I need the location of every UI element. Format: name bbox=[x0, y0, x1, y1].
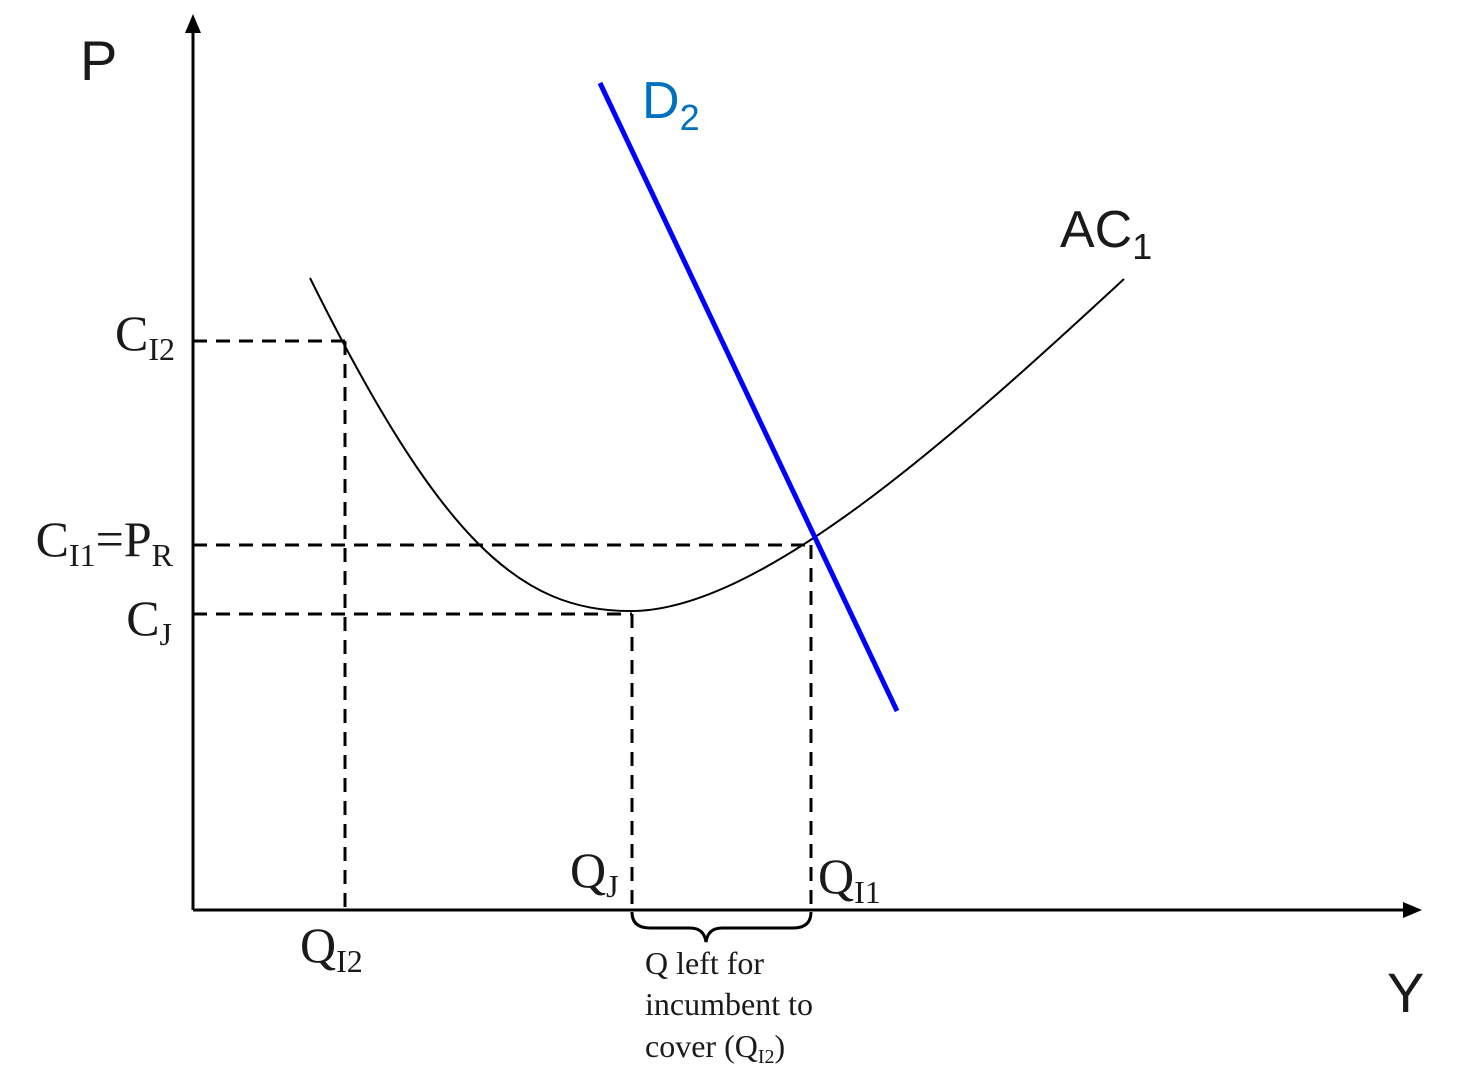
x-axis-arrowhead bbox=[1403, 902, 1422, 918]
q-j-label: QJ bbox=[570, 842, 619, 904]
quantity-gap-brace bbox=[630, 911, 813, 943]
brace-note-line-1: Q left for bbox=[645, 945, 764, 981]
average-cost-curve-label: AC1 bbox=[1060, 201, 1152, 267]
c-i1-equals-pr-label: CI1=PR bbox=[36, 511, 174, 573]
y-axis-arrowhead bbox=[185, 14, 201, 33]
demand-curve bbox=[597, 81, 900, 713]
brace-note-line-2: incumbent to bbox=[645, 986, 813, 1022]
guide-lines bbox=[193, 339, 813, 910]
c-j-label: CJ bbox=[126, 590, 172, 652]
c-i2-label: CI2 bbox=[115, 305, 175, 367]
x-axis-label: Y bbox=[1387, 961, 1424, 1024]
q-i2-label: QI2 bbox=[300, 917, 363, 979]
y-axis-label: P bbox=[80, 29, 117, 92]
average-cost-curve bbox=[309, 277, 1125, 613]
demand-curve-label: D2 bbox=[642, 72, 700, 138]
brace-note-line-3: cover (QI2) bbox=[645, 1028, 785, 1068]
q-i1-label: QI1 bbox=[818, 848, 881, 910]
